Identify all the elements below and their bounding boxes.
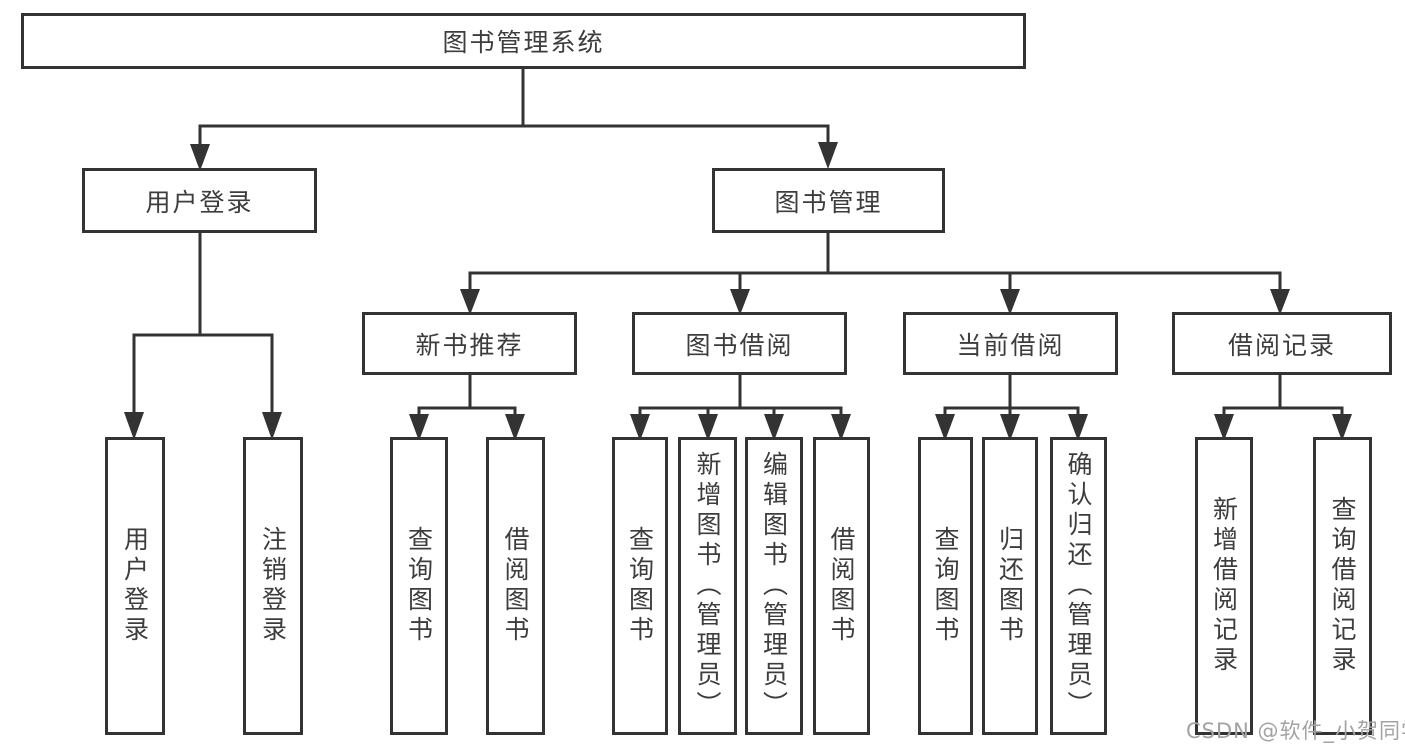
- node-leaf-return-books-label: 归还图书: [995, 526, 1025, 646]
- arrowhead-leaf: [1214, 414, 1234, 441]
- arrowhead-new-book-rec: [460, 289, 480, 315]
- node-user-login: 用户登录: [82, 168, 317, 233]
- arrowhead-leaf-logout: [262, 412, 282, 440]
- node-new-book-rec: 新书推荐: [362, 312, 577, 375]
- node-root-label: 图书管理系统: [442, 28, 605, 57]
- arrowhead-leaf: [1068, 414, 1088, 441]
- arrowhead-leaf: [935, 414, 955, 441]
- node-user-login-label: 用户登录: [145, 187, 254, 217]
- node-leaf-borrow-books: 借阅图书: [813, 437, 870, 735]
- arrowhead-leaf: [505, 414, 525, 441]
- node-borrow-records: 借阅记录: [1172, 312, 1392, 375]
- node-leaf-add-borrow-record-label: 新增借阅记录: [1209, 496, 1239, 676]
- node-leaf-return-books: 归还图书: [982, 437, 1038, 735]
- node-leaf-borrow-books-rec: 借阅图书: [486, 437, 545, 735]
- node-book-mgmt: 图书管理: [712, 168, 945, 233]
- node-leaf-query-books-cur: 查询图书: [918, 437, 973, 735]
- arrowhead-user-login: [190, 144, 210, 171]
- node-leaf-logout: 注销登录: [243, 437, 303, 735]
- arrowhead-leaf: [831, 414, 851, 441]
- node-leaf-edit-books-label: 编辑图书（管理员）: [759, 451, 789, 721]
- node-leaf-borrow-books-rec-label: 借阅图书: [501, 526, 530, 646]
- arrowhead-leaf: [630, 414, 650, 441]
- node-new-book-rec-label: 新书推荐: [415, 330, 524, 360]
- arrowhead-book-mgmt: [818, 142, 838, 169]
- node-leaf-query-books-rec-label: 查询图书: [404, 526, 434, 646]
- arrowhead-leaf: [1332, 414, 1352, 441]
- node-borrow-records-label: 借阅记录: [1227, 330, 1336, 360]
- arrowhead-borrow-records: [1270, 289, 1290, 315]
- node-leaf-query-books-cur-label: 查询图书: [931, 526, 960, 646]
- arrowhead-leaf: [698, 414, 718, 441]
- node-leaf-add-borrow-record: 新增借阅记录: [1195, 437, 1253, 735]
- arrowhead-leaf: [1000, 414, 1020, 441]
- node-current-borrow-label: 当前借阅: [956, 330, 1065, 360]
- node-leaf-query-books-rec: 查询图书: [390, 437, 448, 735]
- node-leaf-borrow-books-label: 借阅图书: [827, 526, 856, 646]
- node-root: 图书管理系统: [21, 13, 1026, 69]
- node-book-borrow: 图书借阅: [632, 312, 847, 375]
- node-book-mgmt-label: 图书管理: [774, 187, 883, 217]
- node-leaf-query-books-borrow-label: 查询图书: [625, 526, 655, 646]
- arrowhead-leaf-user-login: [124, 412, 144, 440]
- node-leaf-user-login-label: 用户登录: [120, 526, 150, 646]
- node-current-borrow: 当前借阅: [903, 312, 1118, 375]
- node-leaf-query-borrow-record-label: 查询借阅记录: [1328, 496, 1357, 676]
- csdn-watermark: CSDN @软件_小贺同学: [1186, 719, 1405, 743]
- arrowhead-leaf: [409, 414, 429, 441]
- arrowhead-book-borrow: [730, 289, 750, 315]
- node-book-borrow-label: 图书借阅: [685, 330, 794, 360]
- node-leaf-query-borrow-record: 查询借阅记录: [1313, 437, 1372, 735]
- node-leaf-add-books-label: 新增图书（管理员）: [693, 451, 722, 721]
- node-leaf-logout-label: 注销登录: [258, 526, 288, 646]
- arrowhead-leaf: [764, 414, 784, 441]
- node-leaf-confirm-return-label: 确认归还（管理员）: [1064, 451, 1093, 721]
- node-leaf-query-books-borrow: 查询图书: [612, 437, 668, 735]
- node-leaf-edit-books: 编辑图书（管理员）: [745, 437, 803, 735]
- node-leaf-confirm-return: 确认归还（管理员）: [1050, 437, 1107, 735]
- node-leaf-add-books: 新增图书（管理员）: [678, 437, 737, 735]
- arrowhead-current-borrow: [1000, 289, 1020, 315]
- node-leaf-user-login: 用户登录: [105, 437, 165, 735]
